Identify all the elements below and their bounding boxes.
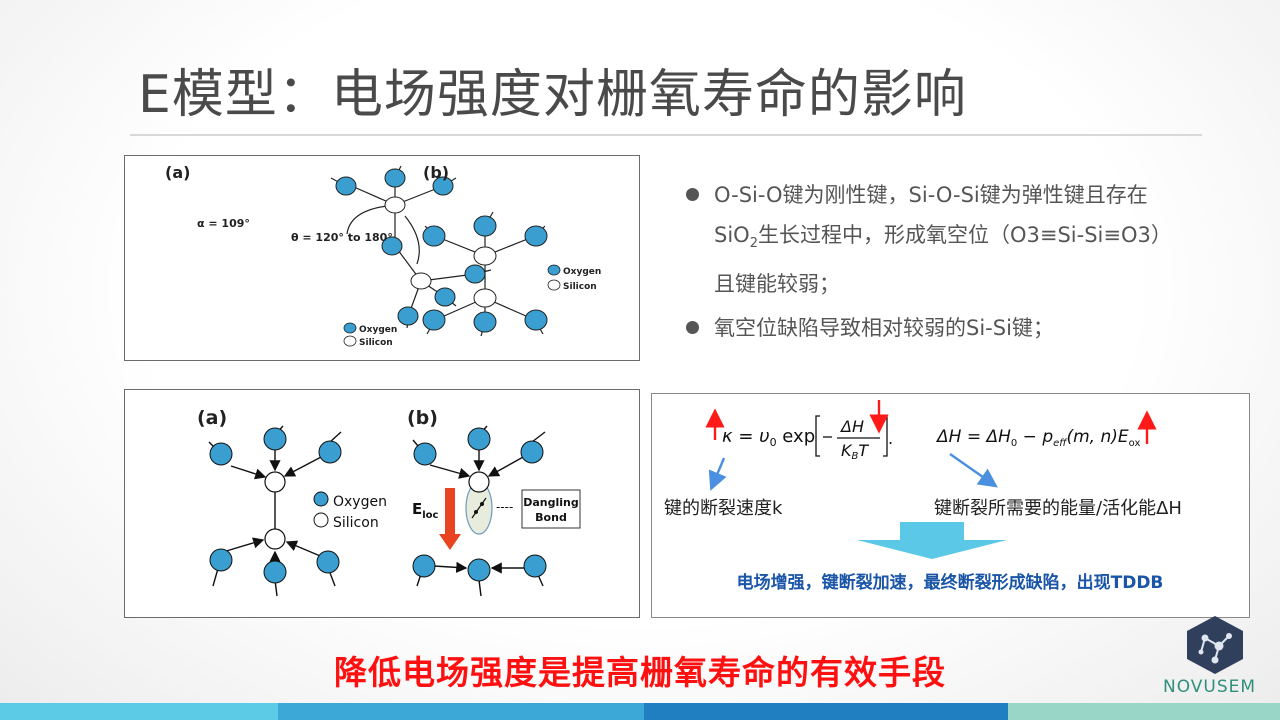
label-b-bottom: (b) [407,407,438,429]
tddb-summary: 电场增强，键断裂加速，最终断裂形成缺陷，出现TDDB [737,572,1164,593]
formula-figure: κ = υ0 exp ΔH KBT . ΔH = ΔH0 − peff(m, n… [664,400,1182,593]
novusem-logo-icon [1187,616,1243,674]
kappa-formula: κ = υ0 exp [722,426,815,449]
legend-silicon-swatch-top [343,335,357,347]
dangling-bond-box [521,489,581,529]
eloc-arrow-shaft [445,488,455,534]
eloc-label: Eloc [412,500,439,521]
eloc-arrow-head [439,534,461,550]
label-activation-energy: 键断裂所需要的能量/活化能ΔH [934,498,1182,519]
figure-bond-breaking: (a) Oxygen Silicon (b) [197,407,581,597]
dh-blue-arrow [949,453,998,488]
dangling-dashes: ---- [496,500,513,514]
dangling-label-2: Bond [535,511,567,524]
legend-oxygen-b: Oxygen [563,267,601,277]
kappa-numerator: ΔH [839,417,864,436]
dh-formula: ΔH = ΔH0 − peff(m, n)Eox [935,427,1140,449]
formula-panel: κ = υ0 exp ΔH KBT . ΔH = ΔH0 − peff(m, n… [651,393,1250,618]
figure-tetrahedra-panel: (a) α = 109° θ = 120° to 180° Oxygen Sil… [124,155,640,361]
legend-silicon-bottom: Silicon [333,515,379,531]
legend-oxygen-swatch-top [343,322,357,334]
legend-silicon-top: Silicon [359,338,393,348]
bullet-list: O-Si-O键为刚性键，Si-O-Si键为弹性键且存在 SiO2生长过程中，形成… [684,175,1244,352]
legend-oxygen-swatch-bottom [313,491,329,507]
bottom-bar-3 [644,703,1008,720]
legend-oxygen-top: Oxygen [359,325,397,335]
alpha-label: α = 109° [197,217,250,230]
label-rate-k: 键的断裂速度k [664,498,783,519]
bottom-bar-4 [1008,703,1280,720]
theta-label: θ = 120° to 180° [291,231,393,244]
label-b-top: (b) [423,163,449,182]
legend-oxygen-bottom: Oxygen [333,494,387,510]
legend-silicon-swatch-bottom [313,512,329,528]
bullet-item-2: 氧空位缺陷导致相对较弱的Si-Si键； [684,308,1244,348]
dangling-label-1: Dangling [523,496,579,509]
bottom-bar-2 [278,703,644,720]
bottom-bar-1 [0,703,278,720]
figure-bond-breaking-panel: (a) Oxygen Silicon (b) [124,389,640,618]
svg-text:.: . [888,429,893,448]
down-arrow-shape [857,540,1007,559]
page-title: E模型：电场强度对栅氧寿命的影响 [138,65,967,125]
label-a-bottom: (a) [197,407,227,429]
legend-silicon-b: Silicon [563,282,597,292]
bullet-item-1: O-Si-O键为刚性键，Si-O-Si键为弹性键且存在 SiO2生长过程中，形成… [684,175,1244,304]
figure-tetrahedra: (a) α = 109° θ = 120° to 180° Oxygen Sil… [165,163,601,348]
legend-oxygen-swatch-b [547,264,561,276]
kappa-denominator: KBT [841,441,869,462]
legend-silicon-swatch-b [547,279,561,291]
title-divider [130,134,1202,136]
kappa-blue-arrow [708,457,727,491]
conclusion-text: 降低电场强度是提高栅氧寿命的有效手段 [334,653,946,692]
logo-text: NOVUSEM [1163,677,1257,697]
label-a-top: (a) [165,163,190,182]
